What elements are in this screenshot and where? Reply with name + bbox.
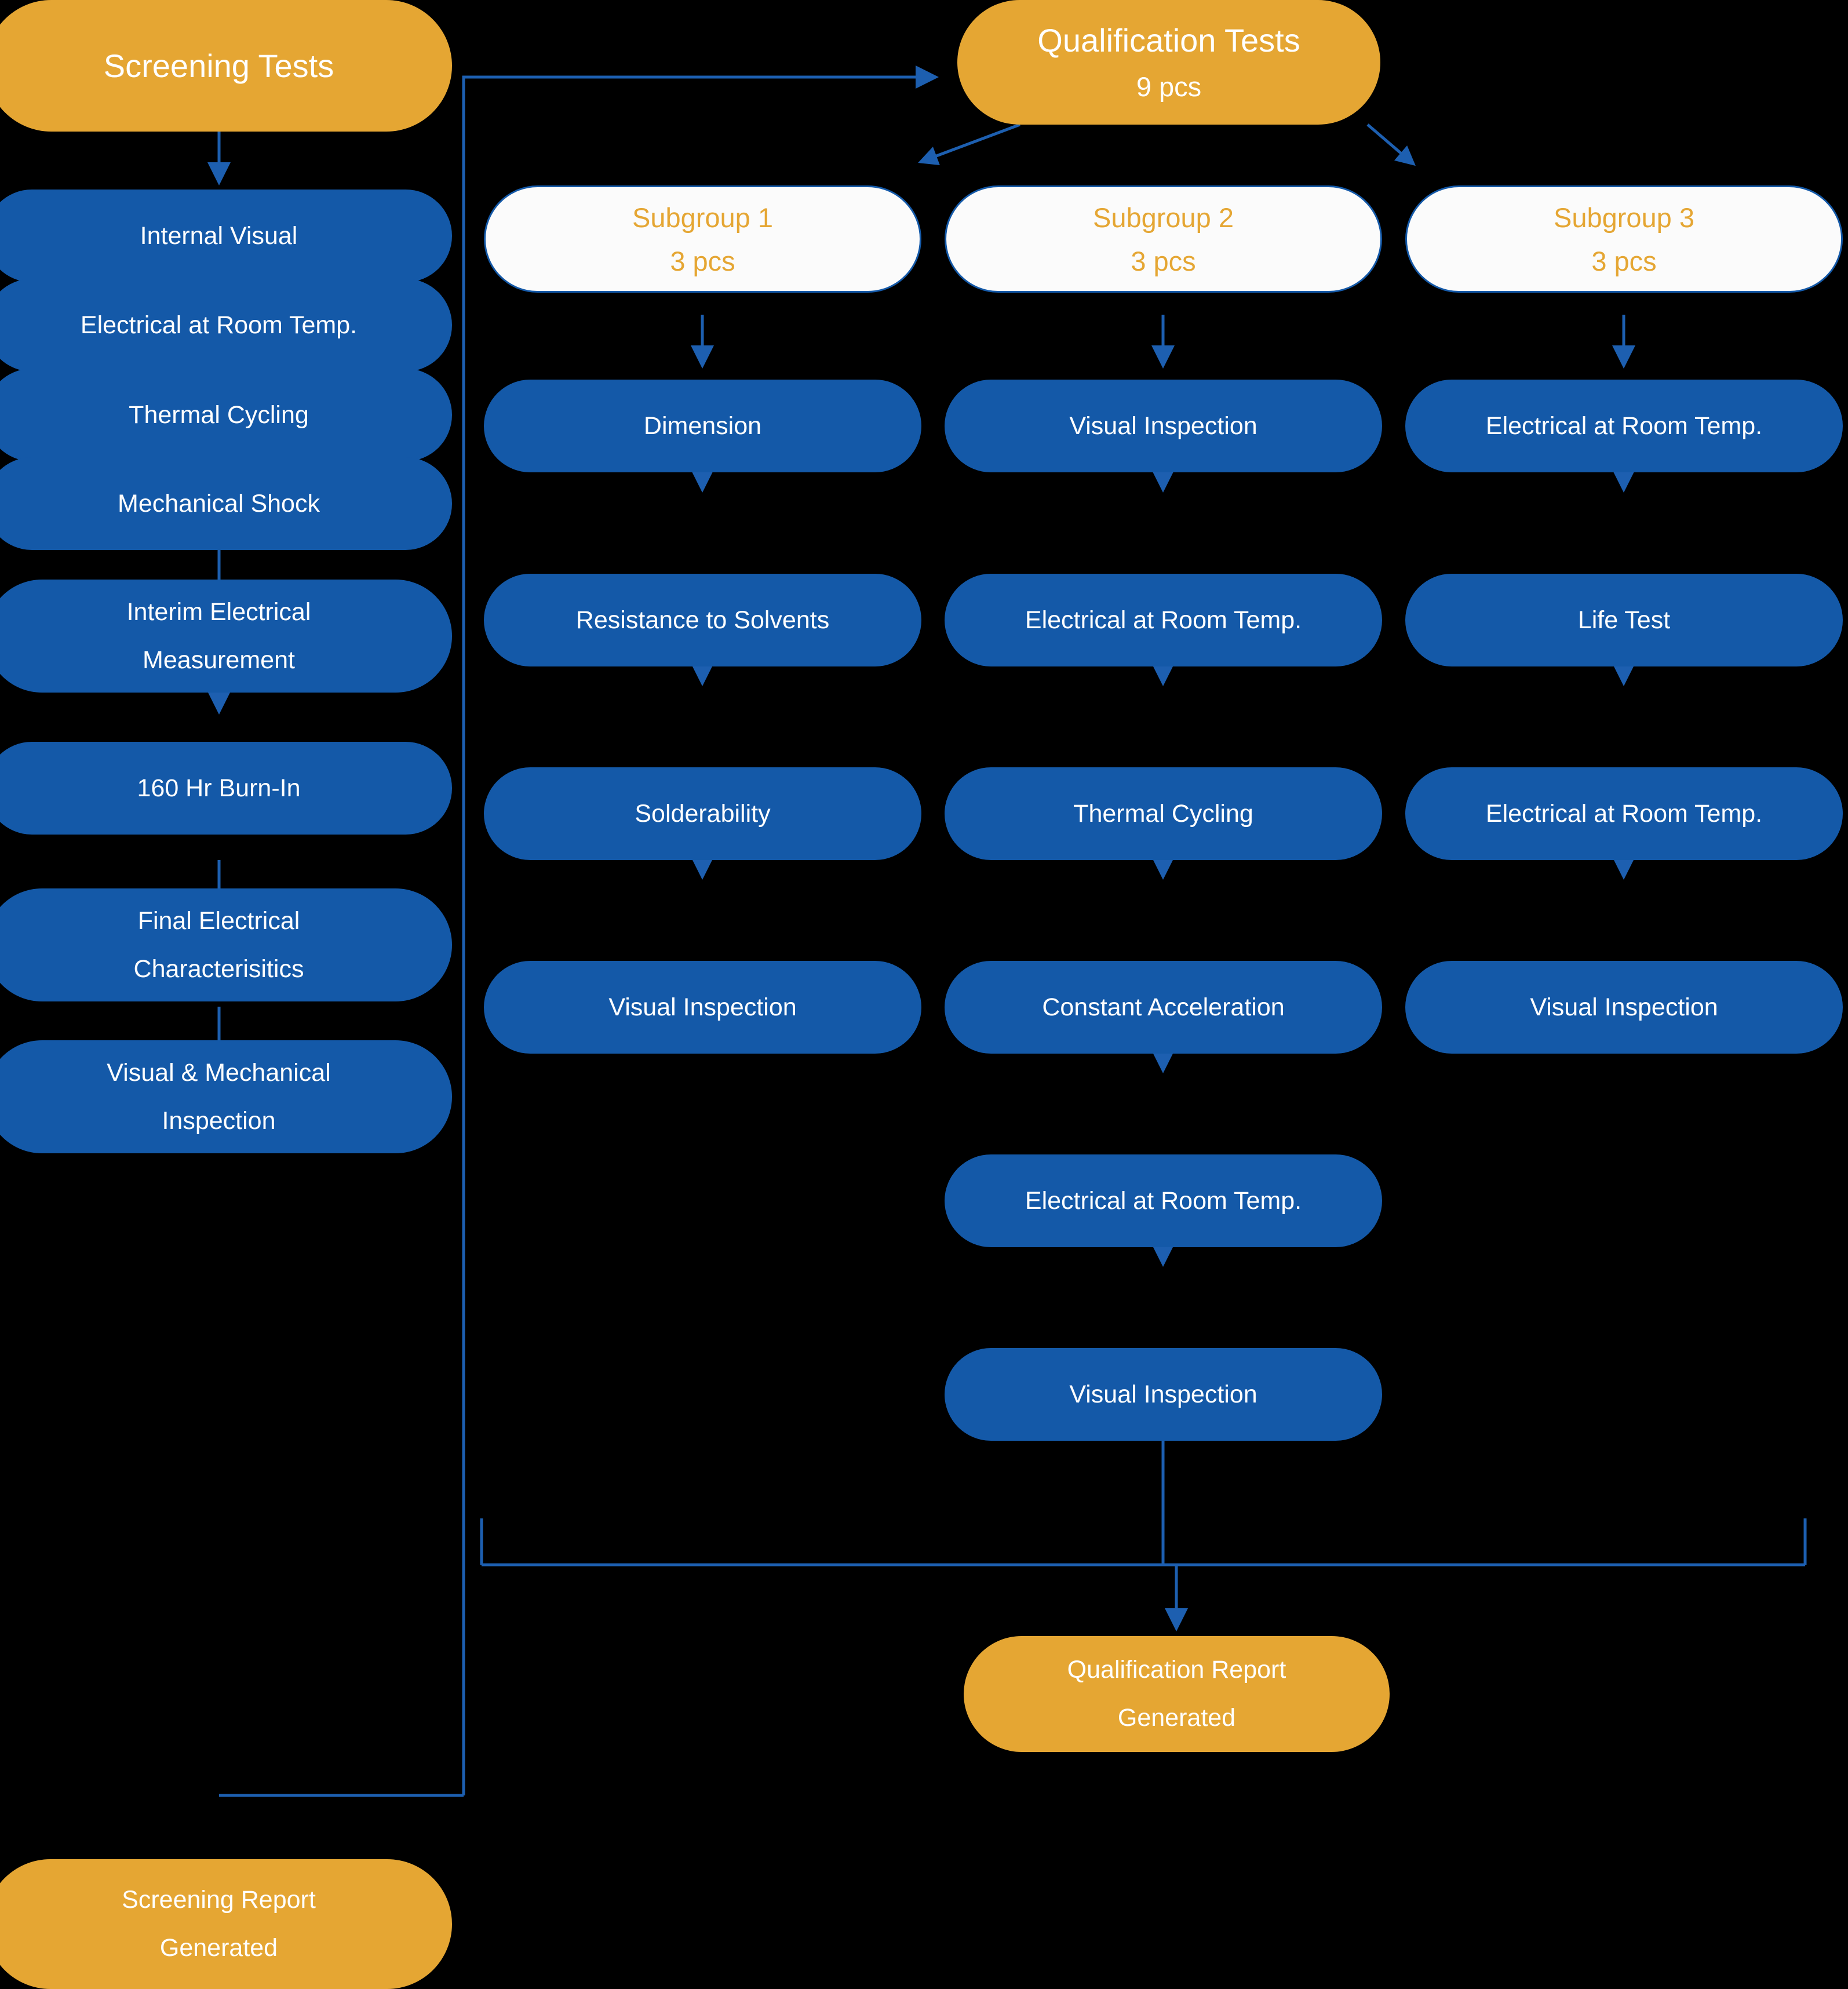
step-label: Electrical at Room Temp. xyxy=(1485,799,1763,828)
screening-tests-header-label: Screening Tests xyxy=(103,47,334,84)
step-label: Electrical at Room Temp. xyxy=(1485,411,1763,440)
subgroup-3-step-electrical-room-temp-1[interactable]: Electrical at Room Temp. xyxy=(1405,380,1843,472)
subgroup-2-label: Subgroup 2 xyxy=(1092,202,1234,233)
screening-step-thermal-cycling[interactable]: Thermal Cycling xyxy=(0,369,452,461)
step-label: Constant Acceleration xyxy=(1042,993,1285,1021)
subgroup-1-header[interactable]: Subgroup 1 3 pcs xyxy=(484,185,921,293)
report-label-line2: Generated xyxy=(159,1934,278,1962)
subgroup-3-step-life-test[interactable]: Life Test xyxy=(1405,574,1843,666)
subgroup-1-qty: 3 pcs xyxy=(670,245,735,276)
subgroup-2-step-visual-inspection-2[interactable]: Visual Inspection xyxy=(945,1348,1382,1441)
step-label: Mechanical Shock xyxy=(118,489,320,518)
step-label-line2: Characterisitics xyxy=(133,955,304,983)
step-label: 160 Hr Burn-In xyxy=(137,774,301,802)
screening-step-electrical-room-temp[interactable]: Electrical at Room Temp. xyxy=(0,279,452,371)
qualification-header-label: Qualification Tests xyxy=(1037,22,1300,59)
step-label: Visual Inspection xyxy=(1069,1380,1257,1408)
subgroup-2-qty: 3 pcs xyxy=(1131,245,1196,276)
subgroup-2-step-electrical-room-temp-1[interactable]: Electrical at Room Temp. xyxy=(945,574,1382,666)
subgroup-1-step-visual-inspection[interactable]: Visual Inspection xyxy=(484,961,921,1054)
subgroup-2-step-electrical-room-temp-2[interactable]: Electrical at Room Temp. xyxy=(945,1154,1382,1247)
step-label: Resistance to Solvents xyxy=(575,606,830,634)
subgroup-2-step-visual-inspection-1[interactable]: Visual Inspection xyxy=(945,380,1382,472)
screening-step-visual-mechanical-inspection[interactable]: Visual & Mechanical Inspection xyxy=(0,1040,452,1153)
step-label: Internal Visual xyxy=(140,221,298,250)
report-label-line1: Screening Report xyxy=(122,1886,316,1914)
step-label: Electrical at Room Temp. xyxy=(1025,1186,1302,1215)
subgroup-3-header[interactable]: Subgroup 3 3 pcs xyxy=(1405,185,1843,293)
step-label: Thermal Cycling xyxy=(129,400,309,429)
step-label-line1: Interim Electrical xyxy=(126,598,311,626)
step-label: Life Test xyxy=(1577,606,1671,634)
step-label-line1: Visual & Mechanical xyxy=(107,1058,331,1087)
subgroup-2-step-thermal-cycling[interactable]: Thermal Cycling xyxy=(945,767,1382,860)
step-label: Visual Inspection xyxy=(608,993,797,1021)
subgroup-1-step-dimension[interactable]: Dimension xyxy=(484,380,921,472)
subgroup-2-header[interactable]: Subgroup 2 3 pcs xyxy=(945,185,1382,293)
step-label: Visual Inspection xyxy=(1530,993,1718,1021)
step-label: Thermal Cycling xyxy=(1073,799,1253,828)
report-label-line2: Generated xyxy=(1117,1704,1236,1732)
screening-step-interim-electrical-measurement[interactable]: Interim Electrical Measurement xyxy=(0,580,452,693)
subgroup-3-label: Subgroup 3 xyxy=(1553,202,1695,233)
report-label-line1: Qualification Report xyxy=(1067,1656,1286,1684)
qualification-tests-header[interactable]: Qualification Tests 9 pcs xyxy=(957,0,1380,125)
step-label: Visual Inspection xyxy=(1069,411,1257,440)
step-label: Electrical at Room Temp. xyxy=(80,311,358,339)
qualification-report-generated[interactable]: Qualification Report Generated xyxy=(964,1636,1390,1752)
subgroup-3-step-visual-inspection[interactable]: Visual Inspection xyxy=(1405,961,1843,1054)
screening-step-final-electrical-characteristics[interactable]: Final Electrical Characterisitics xyxy=(0,888,452,1001)
step-label-line2: Inspection xyxy=(162,1106,276,1135)
step-label: Dimension xyxy=(643,411,762,440)
screening-tests-header[interactable]: Screening Tests xyxy=(0,0,452,132)
step-label: Electrical at Room Temp. xyxy=(1025,606,1302,634)
subgroup-1-step-resistance-to-solvents[interactable]: Resistance to Solvents xyxy=(484,574,921,666)
screening-step-internal-visual[interactable]: Internal Visual xyxy=(0,190,452,282)
subgroup-3-qty: 3 pcs xyxy=(1591,245,1657,276)
subgroup-2-step-constant-acceleration[interactable]: Constant Acceleration xyxy=(945,961,1382,1054)
step-label-line1: Final Electrical xyxy=(137,906,300,935)
step-label: Solderability xyxy=(635,799,771,828)
subgroup-3-step-electrical-room-temp-2[interactable]: Electrical at Room Temp. xyxy=(1405,767,1843,860)
subgroup-1-step-solderability[interactable]: Solderability xyxy=(484,767,921,860)
screening-step-160hr-burn-in[interactable]: 160 Hr Burn-In xyxy=(0,742,452,835)
screening-report-generated[interactable]: Screening Report Generated xyxy=(0,1859,452,1989)
screening-step-mechanical-shock[interactable]: Mechanical Shock xyxy=(0,457,452,550)
qualification-header-qty: 9 pcs xyxy=(1136,71,1202,102)
step-label-line2: Measurement xyxy=(143,646,295,674)
subgroup-1-label: Subgroup 1 xyxy=(632,202,774,233)
